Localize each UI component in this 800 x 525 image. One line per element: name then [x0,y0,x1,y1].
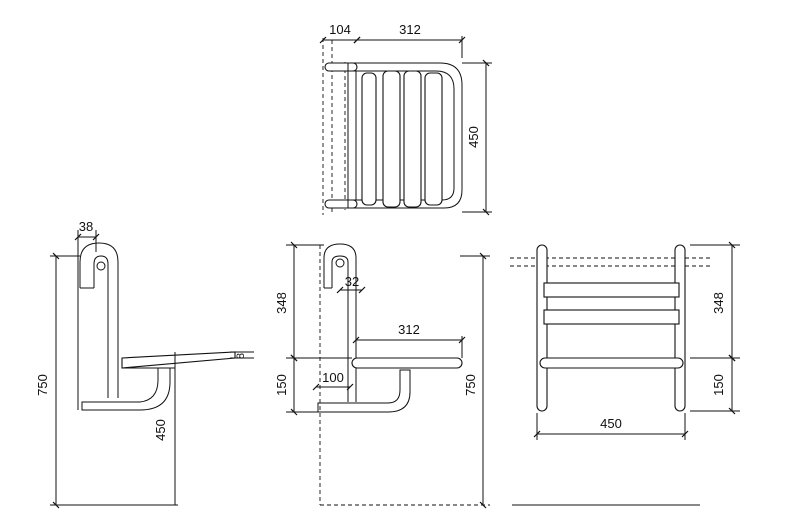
side-seat-top [121,351,236,369]
dim-side-total: 750 [35,374,50,396]
front-hook-outer [323,243,357,402]
side-hook-outer [79,242,119,398]
dim-front-total: 750 [463,374,478,396]
side-support-leg [81,367,171,411]
dim-front-pipe: 32 [345,274,359,289]
rear-slat-upper [543,282,680,298]
top-wall-tab-upper [324,62,358,72]
front-support-leg [317,369,411,413]
dim-side-seat: 450 [153,419,168,441]
dim-top-wall: 104 [329,22,351,37]
top-view: 104 312 450 [319,22,492,216]
side-hook-inner [93,255,109,398]
side-view: 750 38 8 450 [35,219,254,509]
front-hook-inner [331,255,349,402]
front-view: 348 150 32 312 100 750 [274,241,490,509]
dim-top-depth: 450 [466,126,481,148]
dim-side-tube: 38 [79,219,93,234]
rear-leg-left [536,244,548,412]
dim-front-upper: 348 [274,292,289,314]
dim-rear-upper: 348 [711,292,726,314]
front-seat-bar [351,357,463,369]
dim-side-small: 8 [235,353,247,359]
dim-front-lower: 150 [274,374,289,396]
rear-slat-lower [543,309,680,325]
top-frame-outer [348,62,463,209]
dim-top-width: 312 [399,22,421,37]
rear-view: 348 150 450 [510,241,740,506]
top-wall-tab-lower [324,199,358,209]
rear-seat-bar [539,357,684,369]
top-slat-3 [403,70,422,208]
top-frame-inner [348,70,455,201]
top-slat-4 [424,72,443,206]
dim-front-seat: 312 [398,322,420,337]
dim-rear-width: 450 [600,416,622,431]
dim-rear-lower: 150 [711,374,726,396]
dim-front-offset: 100 [322,370,344,385]
top-slat-2 [382,70,401,208]
top-slat-1 [361,72,377,206]
rear-leg-right [674,244,686,412]
